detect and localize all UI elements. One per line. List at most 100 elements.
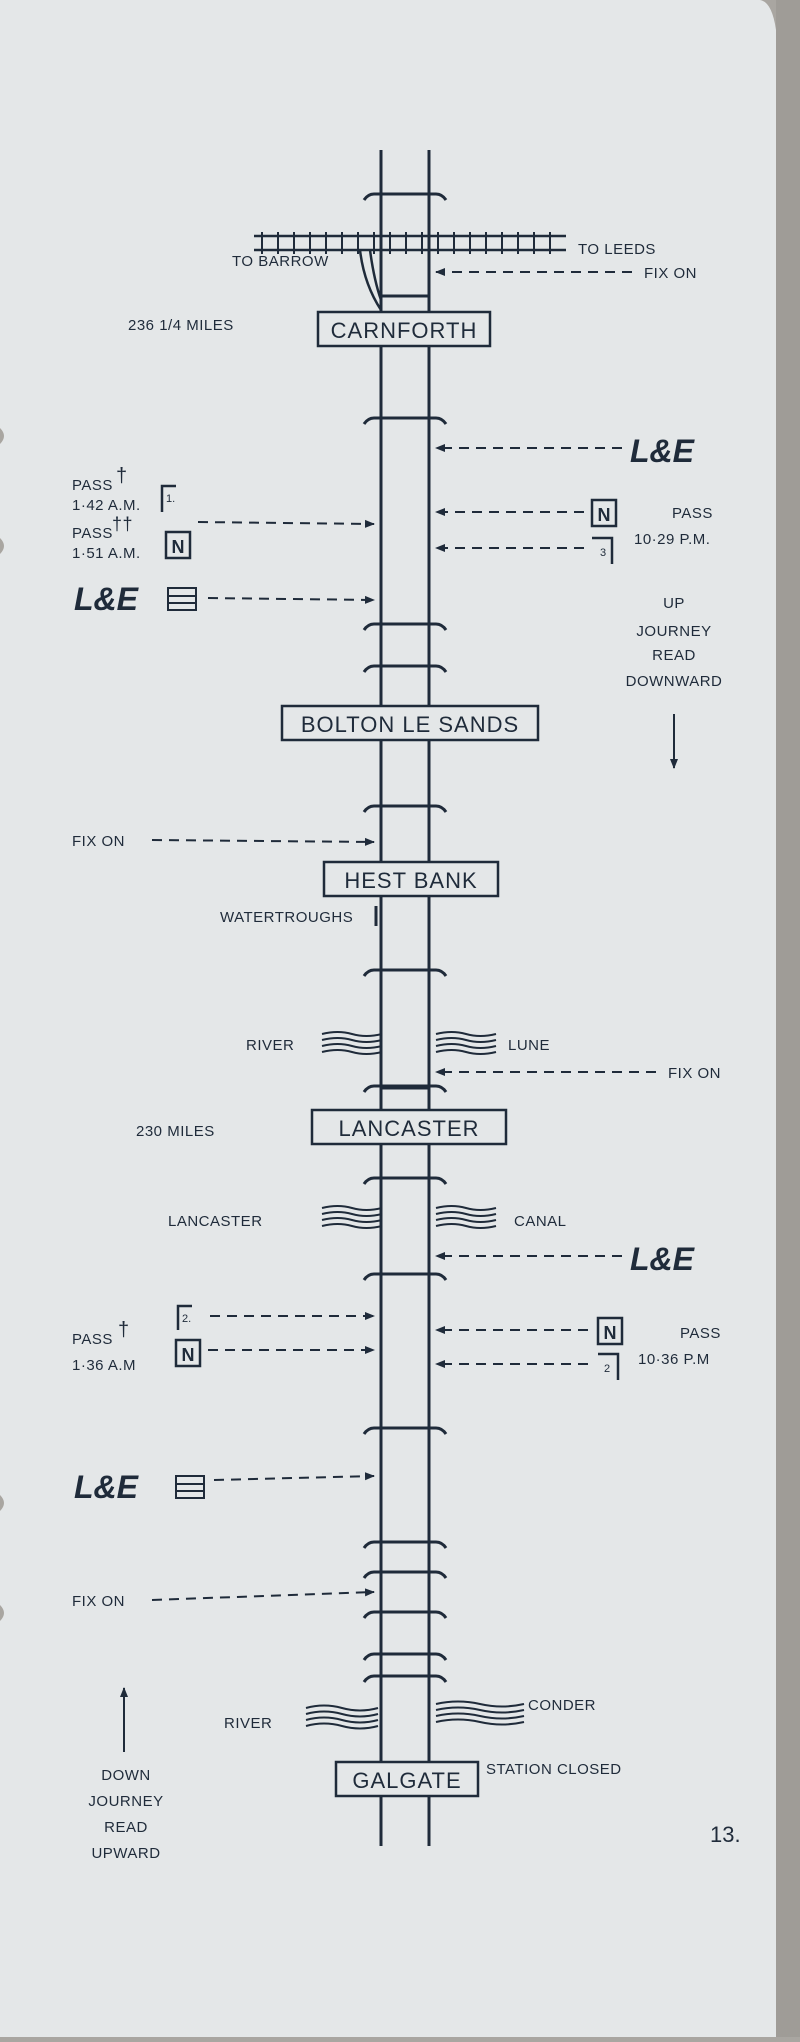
up-direction-line: UP	[663, 595, 685, 612]
lze-arrow	[213, 1472, 375, 1481]
water-troughs-icon	[175, 1475, 205, 1499]
n-box	[164, 530, 192, 560]
up-direction-line: DOWNWARD	[626, 673, 723, 690]
binding-hole	[0, 1605, 4, 1621]
to-leeds-label: TO LEEDS	[578, 241, 656, 258]
lune-label: LUNE	[508, 1037, 550, 1054]
n-letter: N	[182, 1345, 195, 1365]
station-box-lancaster	[310, 1108, 508, 1146]
milepost-carnforth: 236 1/4 MILES	[128, 317, 234, 334]
dagger-mark: †	[118, 1319, 130, 1341]
station-hest-bank: HEST BANK	[344, 868, 477, 893]
bridge	[362, 1084, 448, 1093]
n-letter: N	[604, 1323, 617, 1343]
time-label: 10·36 P.M	[638, 1351, 710, 1368]
bridge	[362, 1540, 448, 1549]
bridge	[362, 1674, 448, 1683]
binding-hole	[0, 538, 4, 554]
pass-arrow	[197, 519, 375, 528]
river-label: RIVER	[246, 1037, 294, 1054]
fix-on-arrow	[151, 837, 375, 846]
station-bolton: BOLTON LE SANDS	[301, 712, 519, 737]
n-letter: N	[172, 537, 185, 557]
bridge	[362, 192, 448, 201]
fix-on-arrow	[151, 1588, 375, 1601]
n-letter: N	[598, 505, 611, 525]
fix-on-label: FIX ON	[668, 1065, 721, 1082]
watertroughs-label: WATERTROUGHS	[220, 909, 353, 926]
down-direction-line: UPWARD	[91, 1845, 160, 1862]
fix-on-label: FIX ON	[72, 833, 125, 850]
time-label: 1·36 A.M	[72, 1357, 136, 1374]
bridge	[362, 1610, 448, 1619]
bridge	[362, 804, 448, 813]
crossing-railway	[254, 232, 566, 254]
bridge	[362, 1272, 448, 1281]
station-carnforth: CARNFORTH	[331, 318, 478, 343]
bridge	[362, 1652, 448, 1661]
lze-label: L&E	[74, 1469, 140, 1505]
river-label: RIVER	[224, 1715, 272, 1732]
canal-left-label: LANCASTER	[168, 1213, 263, 1230]
signal-box-marker	[160, 484, 176, 512]
up-direction-line: READ	[652, 647, 696, 664]
paper-shadow	[776, 0, 800, 2037]
pass-label: PASS	[72, 525, 113, 542]
fix-on-label: FIX ON	[72, 1593, 125, 1610]
binding-hole	[0, 428, 4, 444]
bridge	[362, 622, 448, 631]
bridge	[362, 1570, 448, 1579]
n-box	[596, 1316, 624, 1346]
up-direction-line: JOURNEY	[636, 623, 711, 640]
bridge	[362, 1426, 448, 1435]
river-conder-waves	[305, 1700, 525, 1730]
bridge	[362, 416, 448, 425]
dagger-mark: †	[116, 465, 128, 487]
time-label: 1·42 A.M.	[72, 497, 141, 514]
down-direction-line: READ	[104, 1819, 148, 1836]
river-lune-waves	[321, 1031, 497, 1055]
to-barrow-label: TO BARROW	[232, 253, 329, 270]
pass-label: PASS	[680, 1325, 721, 1342]
station-galgate: GALGATE	[352, 1768, 461, 1793]
signal-box-marker	[592, 536, 614, 564]
station-box-hest-bank	[322, 860, 500, 898]
time-label: 1·51 A.M.	[72, 545, 141, 562]
double-dagger-mark: ††	[112, 514, 133, 534]
canal-right-label: CANAL	[514, 1213, 567, 1230]
bridge	[362, 664, 448, 673]
milepost-lancaster: 230 MILES	[136, 1123, 215, 1140]
station-box-galgate	[334, 1760, 480, 1798]
barrow-branch	[358, 249, 383, 311]
signal-number: 2.	[182, 1313, 191, 1325]
signal-number: 3	[600, 547, 606, 559]
station-lancaster: LANCASTER	[338, 1116, 479, 1141]
pass-label: PASS	[672, 505, 713, 522]
signal-box-marker	[176, 1304, 192, 1330]
bridge	[362, 1176, 448, 1185]
n-box	[590, 498, 618, 528]
signal-number: 1.	[166, 493, 175, 505]
pass-label: PASS	[72, 1331, 113, 1348]
station-box-bolton	[280, 704, 540, 742]
signal-box-marker	[598, 1352, 620, 1380]
lze-label: L&E	[74, 581, 140, 617]
conder-label: CONDER	[528, 1697, 596, 1714]
bridge	[362, 968, 448, 977]
binding-hole	[0, 1495, 4, 1511]
canal-waves	[321, 1205, 497, 1229]
lze-arrow	[207, 595, 375, 604]
down-direction-line: DOWN	[101, 1767, 151, 1784]
fix-on-label: FIX ON	[644, 265, 697, 282]
paper-sheet	[0, 0, 784, 2037]
pass-label: PASS	[72, 477, 113, 494]
station-closed-note: STATION CLOSED	[486, 1761, 622, 1778]
station-box-carnforth	[316, 310, 492, 348]
n-box	[174, 1338, 202, 1368]
signal-number: 2	[604, 1363, 610, 1375]
lze-label: L&E	[630, 1241, 696, 1277]
barrow-branch	[368, 249, 383, 301]
lze-label: L&E	[630, 433, 696, 469]
